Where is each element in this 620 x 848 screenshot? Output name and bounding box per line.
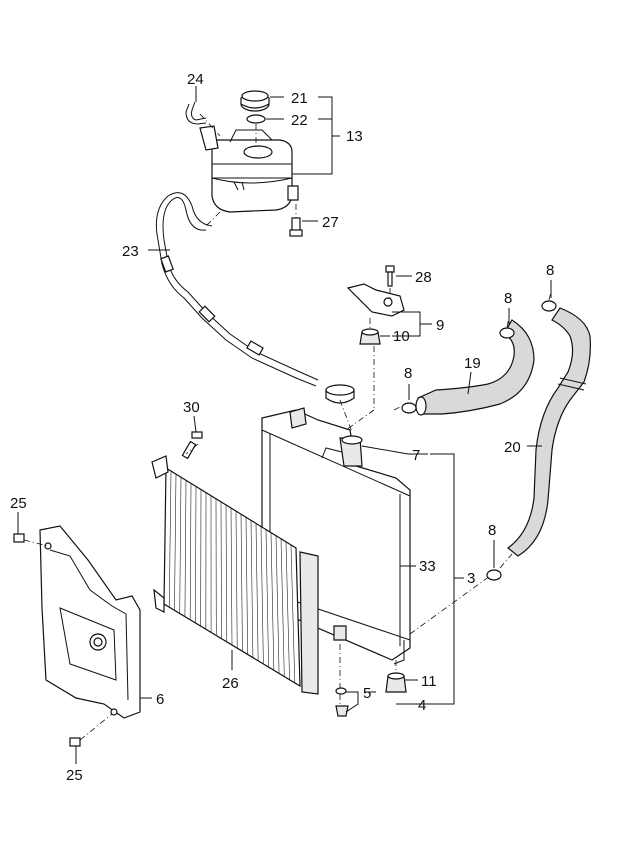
callout-28: 28 [415,269,432,286]
condenser-fin [195,486,197,623]
callout-25-upper: 25 [10,495,27,512]
callout-8-lower: 8 [488,522,496,539]
condenser-fin [225,504,228,642]
callout-9: 9 [436,317,444,334]
condenser-bolt [181,431,203,460]
condenser-fin [245,517,248,655]
callout-5: 5 [363,685,371,702]
callout-10: 10 [393,328,410,345]
condenser-fin [285,541,290,680]
cover-bolt-upper [13,533,25,543]
cap-gasket [246,114,266,124]
hose-clamp-4 [486,569,502,581]
condenser-fin [250,520,254,658]
cover-bolt-lower [69,737,81,747]
callout-23: 23 [122,243,139,260]
condenser-fin [290,544,296,683]
condenser-fin [235,511,238,649]
under-cover [39,525,141,719]
callout-11: 11 [421,673,437,690]
condenser-fin [179,477,182,614]
callout-labels: 24 21 22 13 27 23 28 8 8 9 10 19 8 30 20… [10,71,554,784]
callout-13: 13 [346,128,363,145]
overflow-hose [155,192,319,387]
lower-hose [507,307,591,557]
callout-8-left: 8 [404,365,412,382]
callout-27: 27 [322,214,339,231]
upper-insulator [359,328,381,345]
drain-plug [335,705,349,717]
lower-insulator [385,672,407,693]
reservoir-tank [199,125,299,213]
condenser-fin [168,471,172,608]
radiator-cap [325,384,355,404]
upper-bracket [346,283,405,317]
vent-hose-fitting [185,101,207,125]
condenser [151,455,319,695]
callout-25-lower: 25 [66,767,83,784]
callout-30: 30 [183,399,200,416]
condenser-fin [230,507,233,646]
reservoir-cap [240,90,270,112]
condenser-fin [240,514,243,652]
condenser-fin [280,538,285,677]
condenser-fin [275,535,280,674]
condenser-fin [184,480,187,617]
callout-33: 33 [419,558,436,575]
drain-oring [335,687,347,695]
hose-clamp-2 [499,327,515,339]
callout-20: 20 [504,439,521,456]
condenser-fin [174,474,177,611]
condenser-fin [265,529,269,668]
center-lines [23,113,552,741]
callout-8-top-right: 8 [546,262,554,279]
condenser-fin [189,483,192,620]
radiator [261,407,411,665]
condenser-fin [270,532,275,671]
callout-3: 3 [467,570,475,587]
callout-7: 7 [412,447,420,464]
callout-4: 4 [418,697,426,714]
callout-6: 6 [156,691,164,708]
callout-19: 19 [464,355,481,372]
callout-8-upper: 8 [504,290,512,307]
callout-24: 24 [187,71,204,88]
bracket-bolt [385,265,395,287]
callout-21: 21 [291,90,308,107]
condenser-fin [220,501,222,639]
condenser-fin [260,526,264,664]
condenser-fin [255,523,259,661]
hose-clamp-1 [541,300,557,312]
reservoir-bolt [289,217,303,237]
hose-clamp-3 [401,402,417,414]
callout-26: 26 [222,675,239,692]
leader-lines [17,86,552,764]
upper-hose [415,319,535,416]
callout-22: 22 [291,112,308,129]
